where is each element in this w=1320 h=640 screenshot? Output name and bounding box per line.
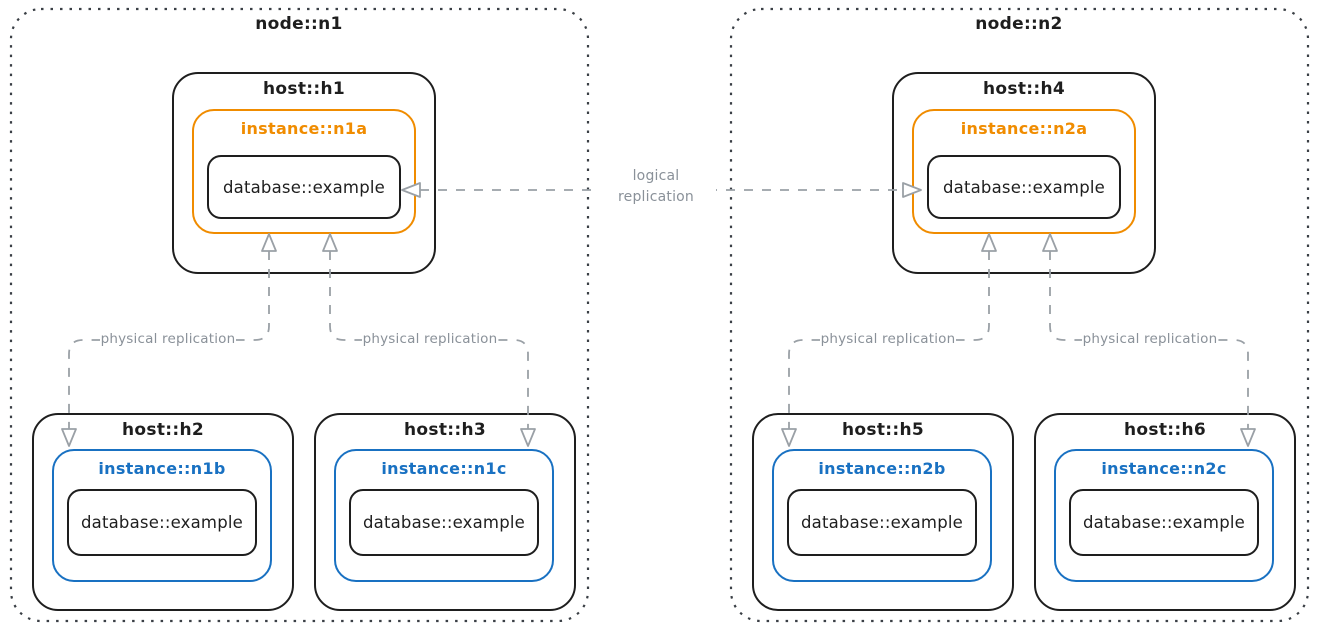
database-label-h4: database::example [942, 177, 1106, 197]
host-h1-label: host::h1 [263, 79, 345, 99]
database-label-h2: database::example [80, 513, 244, 532]
instance-n1b-label: instance::n1b [98, 459, 226, 478]
instance-n2c-label: instance::n2c [1101, 459, 1227, 478]
database-label-h1: database::example [222, 177, 386, 197]
database-box-h6: database::example [1069, 489, 1259, 556]
database-box-h1: database::example [207, 155, 401, 219]
instance-n2a-label: instance::n2a [960, 119, 1088, 138]
database-label-h3: database::example [362, 513, 526, 532]
database-box-h5: database::example [787, 489, 977, 556]
host-h2-label: host::h2 [122, 420, 204, 440]
instance-n1c-label: instance::n1c [381, 459, 507, 478]
host-h6-label: host::h6 [1124, 420, 1206, 440]
database-label-h5: database::example [800, 513, 964, 532]
instance-n2b-label: instance::n2b [818, 459, 946, 478]
instance-n1a-label: instance::n1a [240, 119, 368, 138]
database-box-h3: database::example [349, 489, 539, 556]
database-label-h6: database::example [1082, 513, 1246, 532]
host-h4-label: host::h4 [983, 79, 1065, 99]
host-h3-label: host::h3 [404, 420, 486, 440]
host-h5-label: host::h5 [842, 420, 924, 440]
database-box-h2: database::example [67, 489, 257, 556]
database-box-h4: database::example [927, 155, 1121, 219]
